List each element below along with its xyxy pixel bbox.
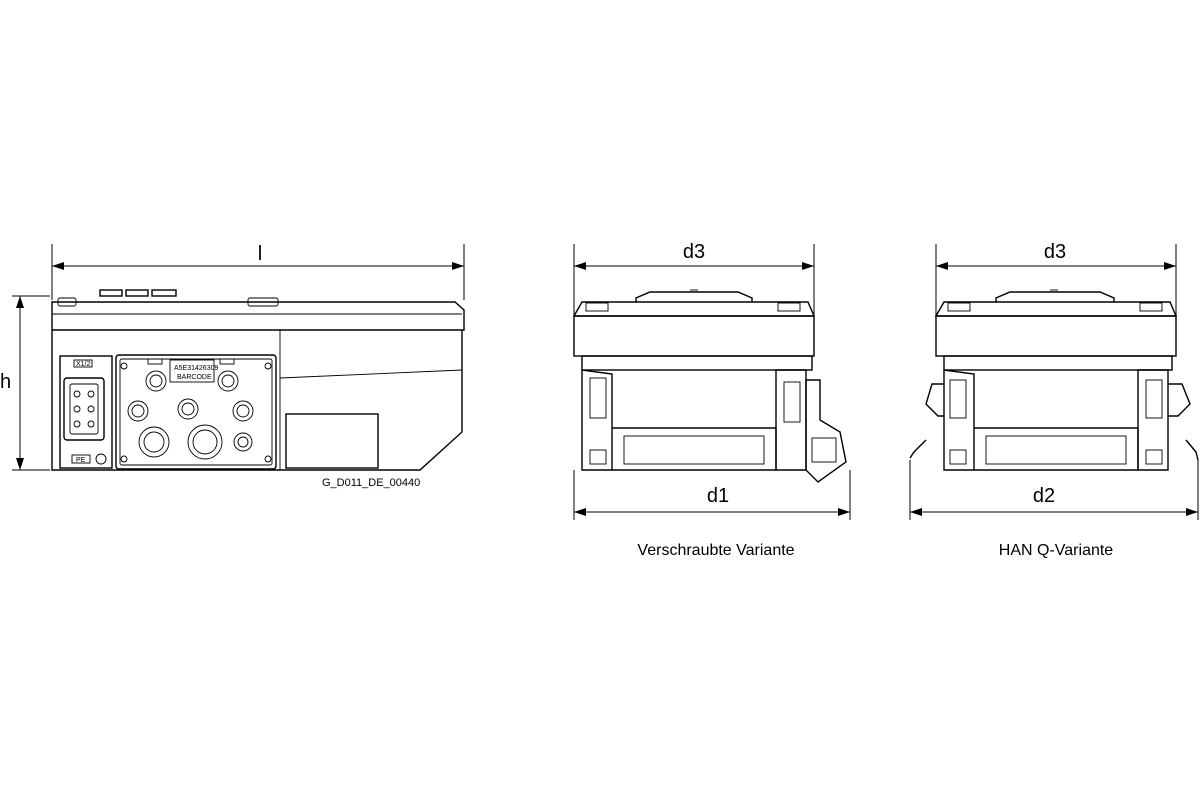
dimension-l: l <box>51 243 465 300</box>
front-view: X1/2 PE A5E31426309 BARCODE <box>51 289 465 471</box>
dimension-h-label: h <box>0 371 11 393</box>
drawing-code: G_D011_DE_00440 <box>322 477 420 489</box>
side-view-han-q <box>909 289 1199 471</box>
dimension-d3-screwed-label: d3 <box>683 241 705 263</box>
serial-number: A5E31426309 <box>174 365 218 372</box>
connector-x12-label: X1/2 <box>76 361 91 368</box>
dimension-d1: d1 <box>573 470 851 520</box>
dimension-d3-han-q-label: d3 <box>1044 241 1066 263</box>
dimension-d3-screwed: d3 <box>573 241 815 320</box>
connector-pe-label: PE <box>76 457 86 464</box>
dimension-d2: d2 <box>909 460 1199 520</box>
dimension-l-label: l <box>258 243 262 265</box>
side-view-screwed <box>572 289 847 483</box>
dimension-d3-han-q: d3 <box>935 241 1177 320</box>
barcode-label: BARCODE <box>177 374 212 381</box>
variant-han-q-caption: HAN Q-Variante <box>999 542 1114 559</box>
dimension-d2-label: d2 <box>1033 485 1055 507</box>
dimension-h: h <box>0 295 50 471</box>
variant-screwed-caption: Verschraubte Variante <box>637 542 794 559</box>
dimension-d1-label: d1 <box>707 485 729 507</box>
